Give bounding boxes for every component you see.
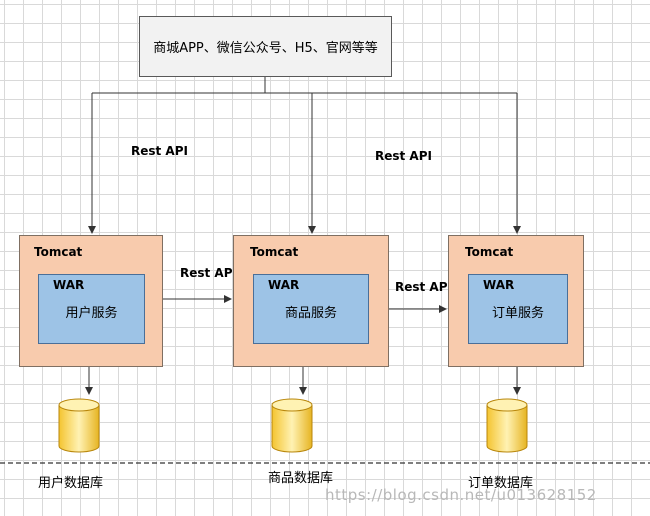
war-package-product: WAR 商品服务 — [253, 274, 369, 344]
tomcat-container-order: Tomcat WAR 订单服务 — [448, 235, 584, 367]
database-label: 商品数据库 — [268, 471, 334, 486]
rest-api-label: Rest API — [395, 280, 452, 294]
database-icon — [486, 398, 528, 453]
client-connectors — [88, 77, 521, 234]
war-label: WAR — [483, 278, 515, 292]
service-name: 订单服务 — [491, 306, 544, 321]
tomcat-label: Tomcat — [34, 245, 83, 259]
watermark-text: https://blog.csdn.net/u013628152 — [325, 486, 597, 504]
tomcat-label: Tomcat — [465, 245, 514, 259]
service-name: 用户服务 — [65, 306, 118, 321]
database-icon — [271, 398, 313, 453]
war-label: WAR — [268, 278, 300, 292]
war-package-user: WAR 用户服务 — [38, 274, 145, 344]
client-box: 商城APP、微信公众号、H5、官网等等 — [139, 16, 392, 77]
service-connectors — [163, 295, 447, 313]
database-label: 订单数据库 — [468, 476, 534, 491]
rest-api-label: Rest API — [180, 266, 237, 280]
war-package-order: WAR 订单服务 — [468, 274, 568, 344]
service-name: 商品服务 — [284, 306, 337, 321]
tomcat-container-user: Tomcat WAR 用户服务 — [19, 235, 163, 367]
rest-api-label: Rest API — [131, 144, 188, 158]
rest-api-label: Rest API — [375, 149, 432, 163]
tomcat-container-product: Tomcat WAR 商品服务 — [233, 235, 389, 367]
database-label: 用户数据库 — [38, 476, 104, 491]
tomcat-label: Tomcat — [250, 245, 299, 259]
war-label: WAR — [53, 278, 85, 292]
client-label: 商城APP、微信公众号、H5、官网等等 — [153, 41, 378, 56]
database-icon — [58, 398, 100, 453]
